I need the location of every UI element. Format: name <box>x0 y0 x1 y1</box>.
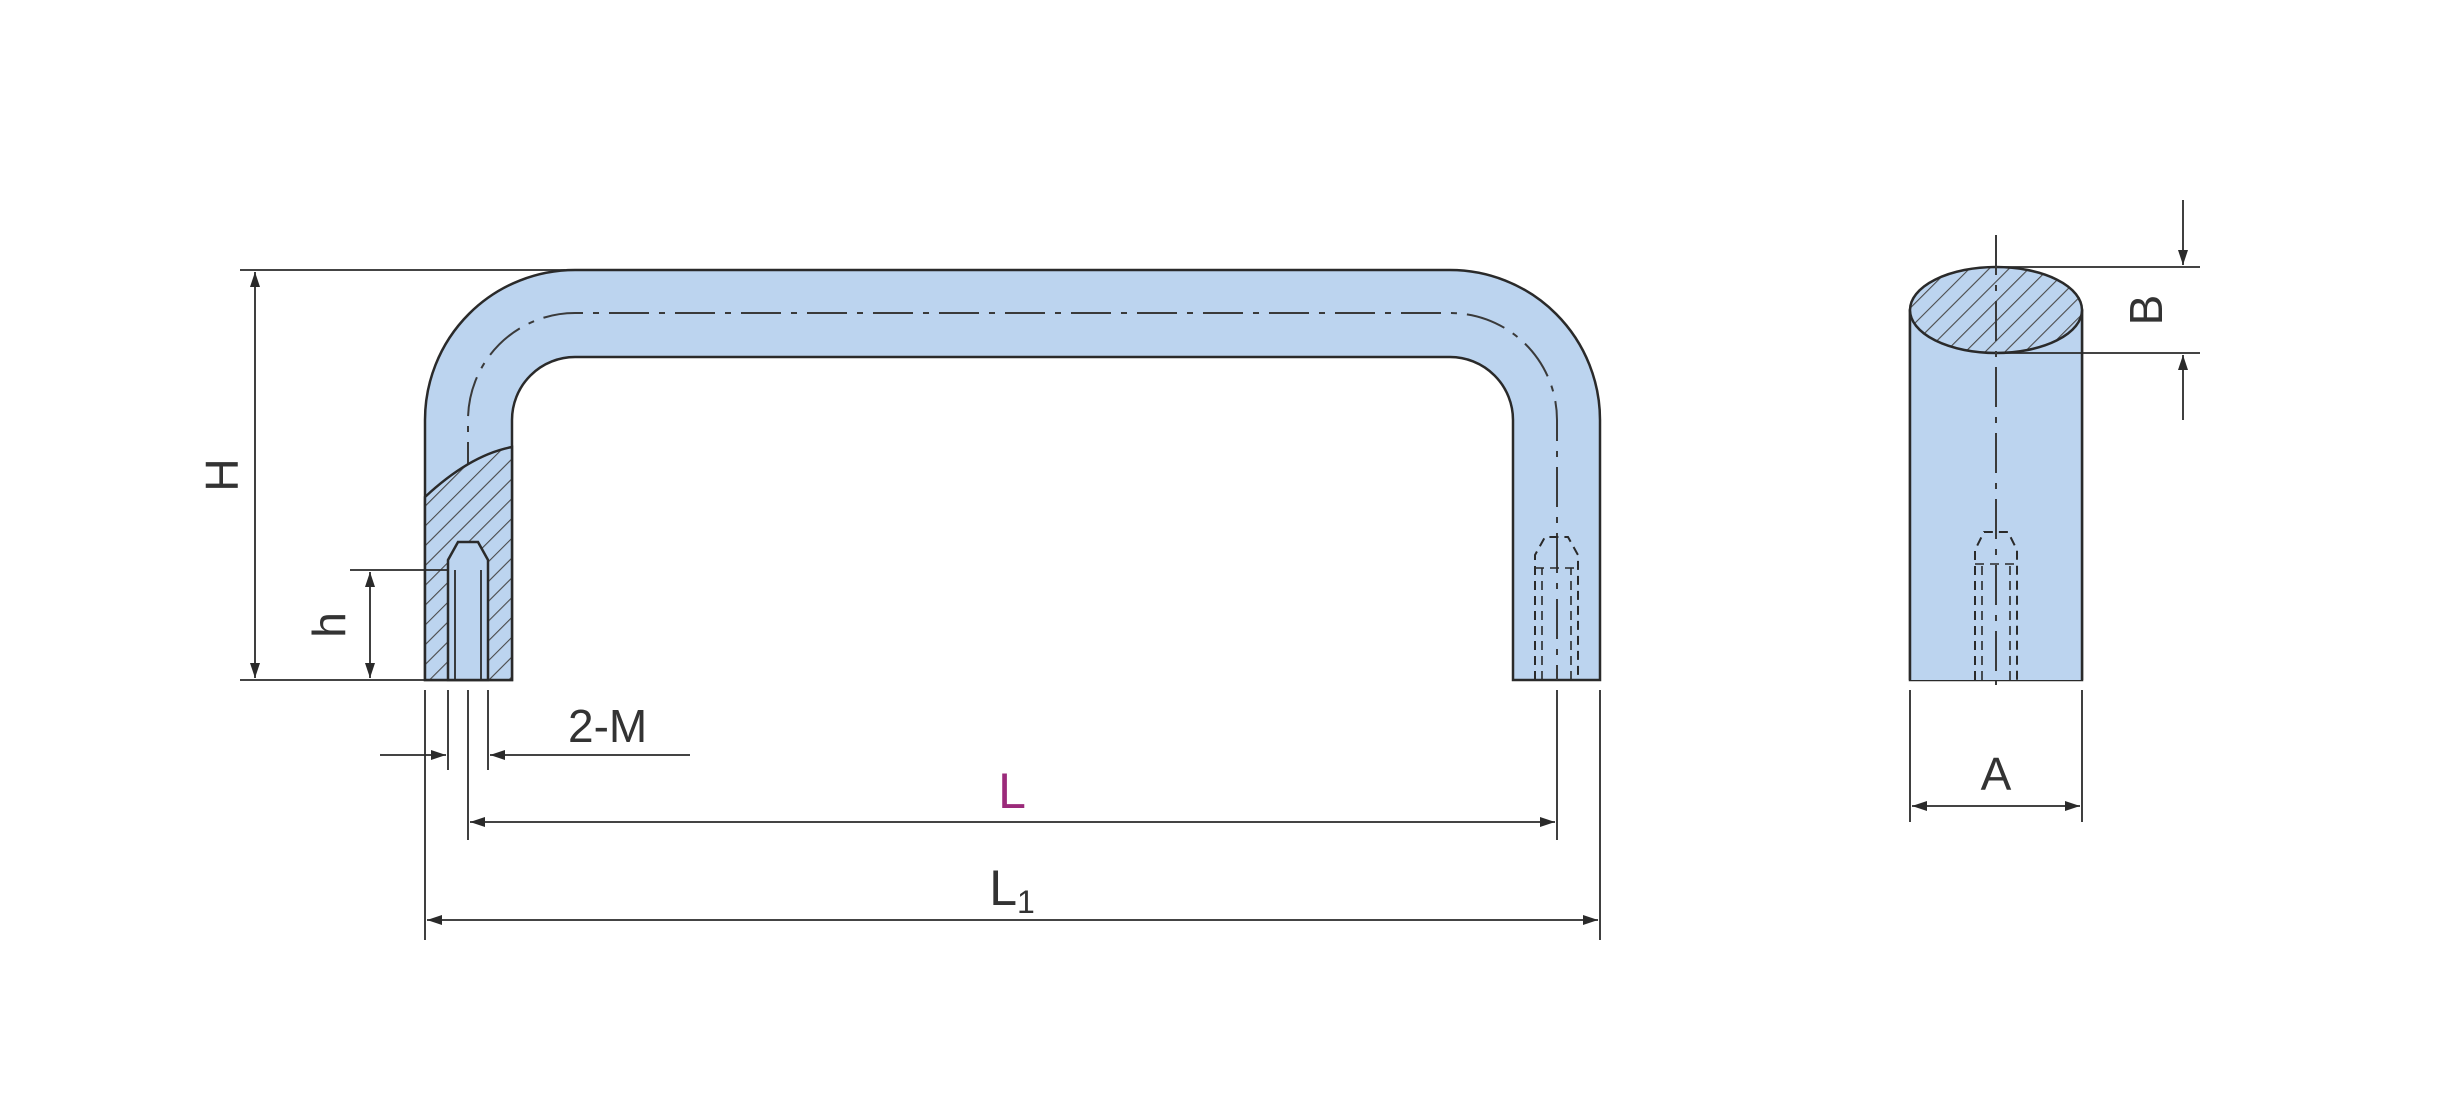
label-L: L <box>998 763 1026 819</box>
label-B: B <box>2120 295 2172 326</box>
label-2-M: 2-M <box>568 700 647 752</box>
front-dimensions <box>240 269 1601 940</box>
label-h: h <box>303 612 355 638</box>
handle-centerline <box>467 312 1558 680</box>
side-dimensions <box>1909 200 2200 822</box>
right-thread-minor-hidden <box>1535 567 1578 680</box>
label-L1-sub: 1 <box>1017 884 1035 920</box>
label-A: A <box>1981 748 2012 800</box>
front-view <box>423 268 1602 682</box>
side-dimension-labels: B A <box>1981 295 2172 800</box>
left-thread-hole <box>446 540 490 682</box>
front-dimension-labels: H h 2-M L L1 <box>196 458 1035 920</box>
label-L1: L1 <box>989 860 1035 920</box>
side-thread-minor-hidden <box>1975 563 2017 680</box>
label-L1-main: L <box>989 860 1017 916</box>
right-thread-hole-hidden <box>1534 536 1579 680</box>
side-thread-hole-hidden <box>1974 531 2018 680</box>
label-H: H <box>196 458 248 491</box>
handle-body <box>423 268 1602 682</box>
side-view <box>1908 235 2084 685</box>
side-top-cap <box>1910 267 2082 680</box>
